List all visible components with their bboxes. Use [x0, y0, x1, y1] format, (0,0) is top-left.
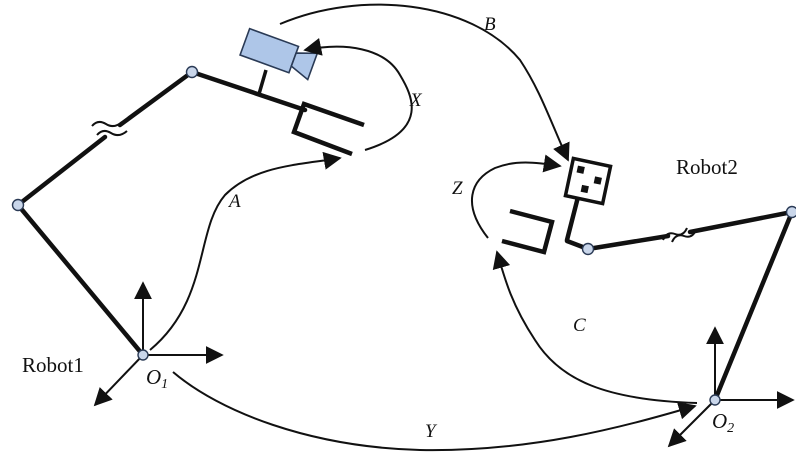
gripper-icon [502, 211, 552, 252]
joint-icon [13, 200, 24, 211]
label-b: B [484, 14, 496, 35]
joint-icon [583, 244, 594, 255]
robot1-link-lower [18, 137, 105, 205]
robot2-link-base [715, 212, 792, 400]
label-x: X [409, 90, 423, 111]
arrow-x [305, 47, 412, 150]
origin2-point [710, 395, 720, 405]
label-c: C [573, 315, 586, 336]
robot1-link-forearm [192, 72, 305, 110]
transform-arrows [150, 5, 697, 450]
camera-icon [240, 29, 317, 80]
robot1-label: Robot1 [22, 353, 84, 377]
origin1-label: O1 [146, 365, 168, 392]
robot1-link-base [18, 205, 143, 355]
arrow-c [497, 252, 697, 403]
origin1-point [138, 350, 148, 360]
arrow-z [472, 163, 560, 239]
robot2-label: Robot2 [676, 155, 738, 179]
robot1-link-upper [120, 72, 192, 125]
fiducial-marker-icon [565, 158, 610, 203]
label-z: Z [452, 178, 463, 199]
robot2-link-forearm [588, 236, 668, 249]
origin2-label: O2 [712, 409, 734, 436]
robot2-arm [567, 197, 792, 400]
joint-icon [787, 207, 796, 218]
joint-icon [187, 67, 198, 78]
arrow-a [150, 158, 340, 350]
label-a: A [227, 191, 241, 212]
arrow-b [280, 5, 568, 160]
robot2-link-upper [690, 212, 792, 232]
camera-mount [259, 70, 266, 94]
robot1-arm [18, 72, 305, 355]
marker-stem [567, 197, 578, 240]
label-y: Y [425, 421, 438, 442]
